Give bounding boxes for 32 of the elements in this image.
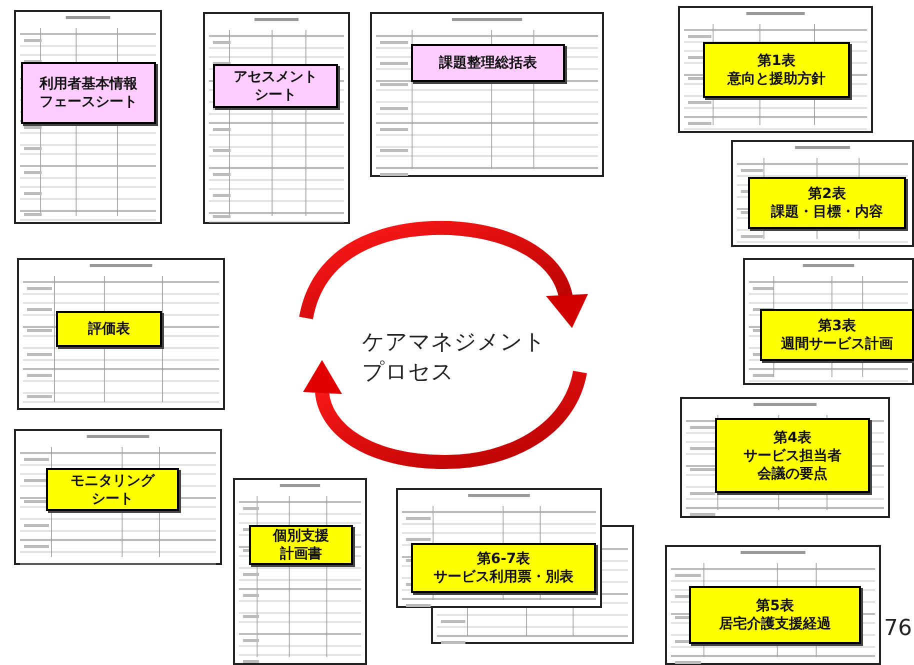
label-text: サービス担当者会議の要点 [742,446,842,482]
label-text: 第6-7表 [476,550,530,568]
label-box [760,309,914,361]
label-text: サービス利用票・別表 [434,568,574,586]
label-text: 週間サービス計画 [781,335,893,353]
center-title: ケアマネジメントプロセス [362,329,547,387]
label-text: 評価表 [88,320,130,338]
label-text: 第5表 [756,597,794,615]
label-box [411,543,596,593]
label-box [715,418,870,493]
label-text: 利用者基本情報フェースシート [38,75,138,111]
label-text: 居宅介護支援経過 [719,615,831,633]
label-text: モニタリングシート [69,472,156,508]
label-text: 第1表 [758,52,796,70]
label-box [689,586,861,644]
label-text: 個別支援計画書 [272,527,330,563]
label-box [46,468,179,511]
label-box [703,42,850,98]
label-text: 課題・目標・内容 [771,203,883,221]
label-text: 第4表 [774,428,812,446]
label-text: 課題整理総括表 [439,54,537,72]
label-box [21,62,156,124]
page-number: 76 [884,615,912,643]
label-box [249,525,353,565]
label-box [213,64,338,108]
label-box [56,311,162,347]
label-text: 第2表 [808,185,846,203]
label-text: 意向と援助方針 [728,70,826,88]
label-box [748,177,906,229]
label-box [411,44,565,82]
label-text: 第3表 [818,317,856,335]
label-text: アセスメントシート [232,68,318,104]
